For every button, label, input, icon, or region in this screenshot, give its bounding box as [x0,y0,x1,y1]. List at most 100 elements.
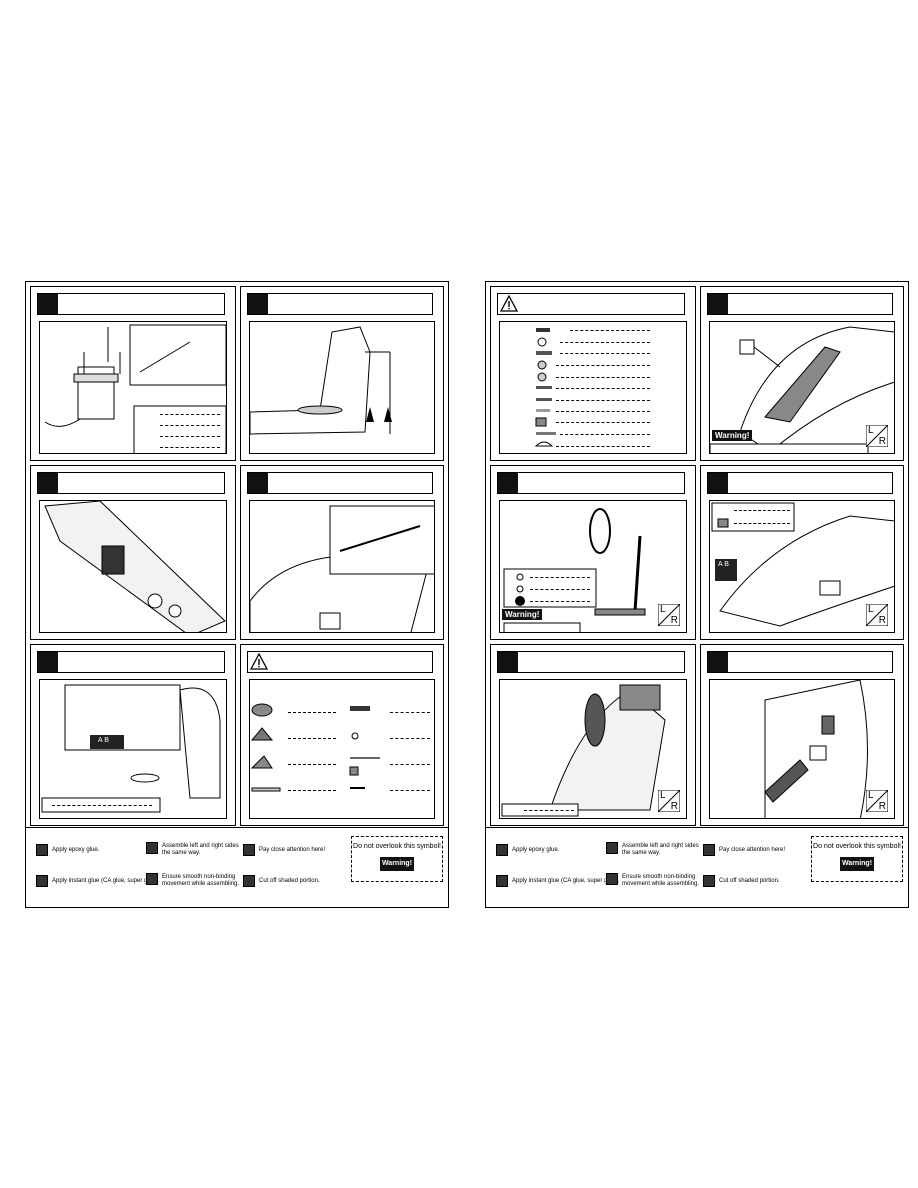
arrow-icon [146,873,158,885]
step-header [497,651,685,673]
step-landing-gear: Warning! L R [490,465,696,640]
notice-text: Do not overlook this symbol! [353,843,441,850]
left-right-icon: L R [866,425,888,447]
exhaust-diagram: L R [709,679,895,819]
legend-instant: Apply instant glue (CA glue, super glue)… [52,878,160,884]
lr-l: L [868,604,874,615]
step-header [707,651,893,673]
legend-cut: Cut off shaded portion. [719,878,780,884]
stabilizer-diagram: A B [39,679,227,819]
step-canopy-mount: A B L R [700,465,904,640]
left-right-icon: L R [866,604,888,626]
lr-r: R [878,436,886,447]
warning-badge: Warning! [840,857,874,871]
legend-movement: Ensure smooth non-binding movement while… [162,874,240,887]
symbol-legend: Apply epoxy glue. Apply instant glue (CA… [26,827,448,907]
servo-diagram [39,321,227,454]
step-number-box [38,652,58,672]
ab-label: A B [98,737,109,744]
legend-instant: Apply instant glue (CA glue, super glue)… [512,878,620,884]
step-number-box [498,652,518,672]
left-page: A B [25,281,449,908]
step-number-box [38,294,58,314]
instant-glue-icon [496,875,508,887]
left-right-icon: L R [658,790,680,812]
legend-cut: Cut off shaded portion. [259,878,320,884]
step-number-box [498,473,518,493]
legend-assemble: Assemble left and right sides the same w… [162,843,239,856]
lr-r: R [878,615,886,626]
right-page: Warning! L R Warning! [485,281,909,908]
step-header [707,472,893,494]
notice-box: Do not overlook this symbol! Warning! [811,836,903,882]
symbol-legend: Apply epoxy glue. Apply instant glue (CA… [486,827,908,907]
left-right-icon: L R [866,790,888,812]
step-number-box [248,294,268,314]
tail-diagram [249,321,435,454]
legend-epoxy: Apply epoxy glue. [512,847,560,853]
step-header [497,472,685,494]
attention-hand-icon [703,844,715,856]
fuselage-diagram [39,500,227,633]
ab-label: A B [718,561,729,568]
canopy-cut-diagram: Warning! L R [709,321,895,454]
lr-r: R [670,801,678,812]
step-number-box [708,294,728,314]
step-number-box [38,473,58,493]
legend-epoxy: Apply epoxy glue. [52,847,100,853]
lr-l: L [660,790,666,801]
step-parts-warning [240,644,444,826]
legend-assemble: Assemble left and right sides the same w… [622,843,699,856]
step-exhaust: L R [700,644,904,826]
lr-r: R [670,615,678,626]
warning-badge: Warning! [712,430,753,441]
step-header [497,293,685,315]
epoxy-glue-icon [36,844,48,856]
notice-box: Do not overlook this symbol! Warning! [351,836,443,882]
warning-triangle-icon [500,295,518,312]
hardware-list [499,321,687,454]
step-number-box [708,652,728,672]
step-header [37,293,225,315]
cut-icon [243,875,255,887]
pushrod-diagram [249,500,435,633]
step-gear-install: L R [490,644,696,826]
step-number-box [708,473,728,493]
warning-badge: Warning! [502,609,543,620]
parts-list [249,679,435,819]
step-header [37,651,225,673]
arrow-icon [606,873,618,885]
step-canopy-cut: Warning! L R [700,286,904,461]
step-stabilizer: A B [30,644,236,826]
lr-l: L [868,425,874,436]
warning-triangle-icon [250,653,268,670]
notice-text: Do not overlook this symbol! [813,843,901,850]
left-right-icon [146,842,158,854]
step-number-box [248,473,268,493]
landing-gear-diagram: Warning! L R [499,500,687,633]
step-hardware-warning [490,286,696,461]
step-header [247,472,433,494]
step-header [37,472,225,494]
step-servo-install [30,286,236,461]
step-tail-hinge [240,286,444,461]
step-header [247,293,433,315]
lr-l: L [868,790,874,801]
lr-r: R [878,801,886,812]
epoxy-glue-icon [496,844,508,856]
canopy-mount-diagram: A B L R [709,500,895,633]
left-right-icon: L R [658,604,680,626]
attention-hand-icon [243,844,255,856]
lr-l: L [660,604,666,615]
instant-glue-icon [36,875,48,887]
legend-attention: Pay close attention here! [259,847,326,853]
step-header [707,293,893,315]
step-header [247,651,433,673]
warning-badge: Warning! [380,857,414,871]
left-right-icon [606,842,618,854]
step-pushrod [240,465,444,640]
gear-install-diagram: L R [499,679,687,819]
legend-attention: Pay close attention here! [719,847,786,853]
cut-icon [703,875,715,887]
legend-movement: Ensure smooth non-binding movement while… [622,874,700,887]
